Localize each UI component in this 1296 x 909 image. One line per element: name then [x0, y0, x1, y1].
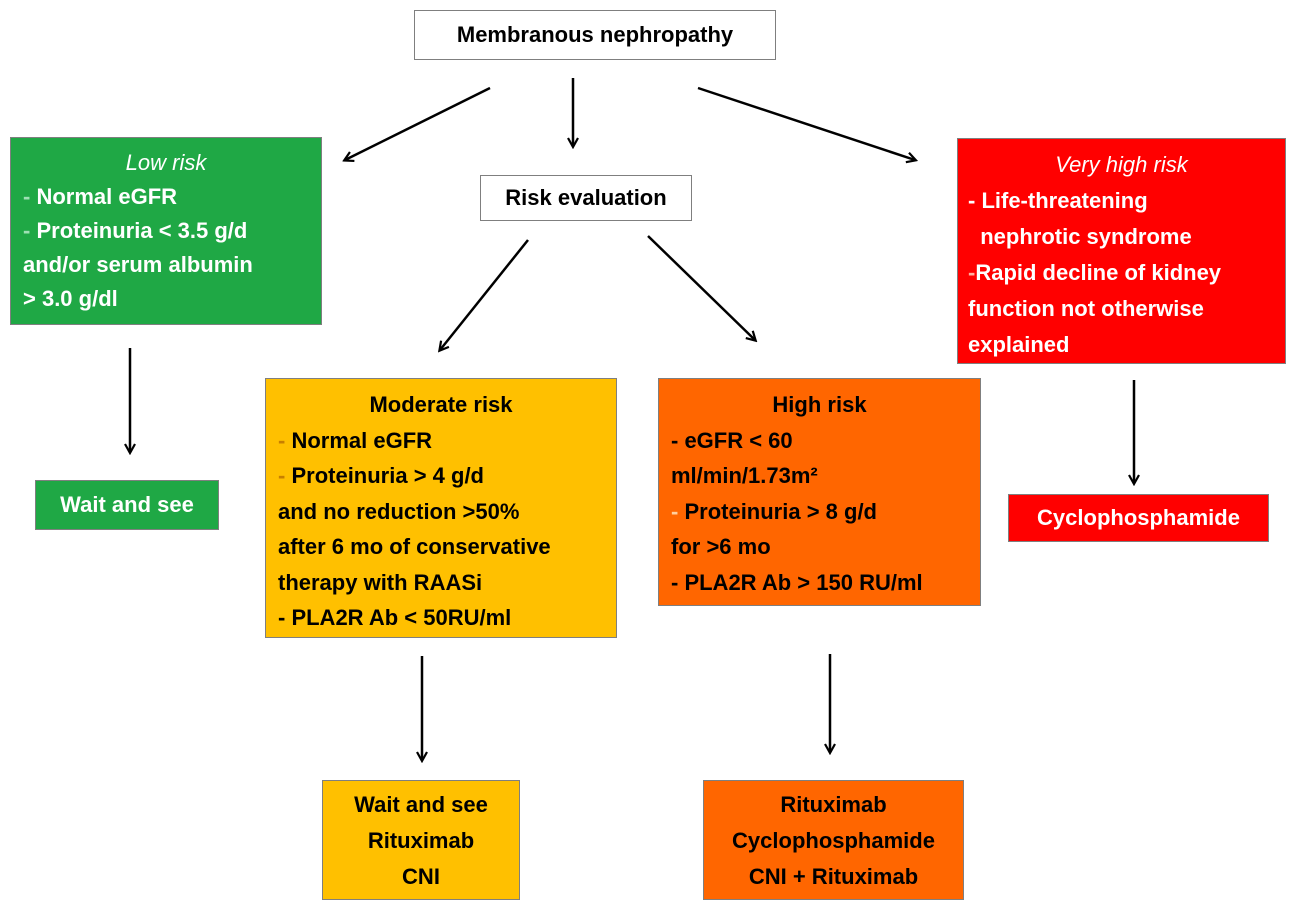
low-risk-heading: Low risk [125, 150, 207, 175]
moderate-risk-criterion: after 6 mo of conservative [278, 534, 551, 559]
title-label: Membranous nephropathy [456, 22, 734, 47]
moderate-risk-criterion: therapy with RAASi [278, 569, 483, 595]
very-high-risk-criterion: explained [968, 332, 1070, 357]
very-high-risk-criterion: - Life-threatening [968, 188, 1148, 213]
high-risk-criterion: - Proteinuria > 8 g/d [671, 498, 877, 524]
very-high-risk-criterion: -Rapid decline of kidney [968, 260, 1222, 285]
moderate-risk-box: Moderate risk - Normal eGFR - Proteinuri… [265, 378, 617, 638]
high-risk-heading: High risk [772, 392, 867, 417]
high-risk-treatment-box: Rituximab Cyclophosphamide CNI + Rituxim… [703, 780, 964, 900]
high-risk-criterion: - PLA2R Ab > 150 RU/ml [671, 569, 923, 595]
low-risk-treatment-box: Wait and see [35, 480, 219, 530]
moderate-risk-treatment-item: CNI [402, 864, 440, 889]
moderate-risk-treatment-item: Wait and see [354, 792, 488, 817]
title-box: Membranous nephropathy [414, 10, 776, 60]
moderate-risk-criterion: and no reduction >50% [278, 498, 520, 524]
arrow-to-low-risk [345, 86, 491, 160]
very-high-risk-criterion: function not otherwise [968, 296, 1204, 321]
high-risk-treatment-item: CNI + Rituximab [748, 864, 919, 889]
very-high-risk-treatment-box: Cyclophosphamide [1008, 494, 1269, 542]
moderate-risk-heading: Moderate risk [369, 392, 513, 417]
low-risk-box: Low risk - Normal eGFR - Proteinuria < 3… [10, 137, 322, 325]
high-risk-criterion: ml/min/1.73m² [671, 463, 818, 488]
moderate-risk-criterion: - PLA2R Ab < 50RU/ml [278, 605, 512, 630]
moderate-risk-criterion: - Proteinuria > 4 g/d [278, 463, 484, 488]
moderate-risk-treatment-item: Rituximab [367, 828, 475, 853]
very-high-risk-box: Very high risk - Life-threatening nephro… [957, 138, 1286, 364]
high-risk-treatment-item: Cyclophosphamide [732, 828, 935, 853]
low-risk-criterion: and/or serum albumin [23, 252, 253, 277]
moderate-risk-treatment-box: Wait and see Rituximab CNI [322, 780, 520, 900]
moderate-risk-criterion: - Normal eGFR [278, 427, 433, 453]
low-risk-criterion: - Proteinuria < 3.5 g/d [23, 218, 248, 243]
arrow-to-very-high-risk [697, 86, 915, 160]
low-risk-criterion: > 3.0 g/dl [23, 286, 118, 311]
high-risk-criterion: for >6 mo [671, 534, 771, 559]
risk-evaluation-label: Risk evaluation [505, 185, 667, 210]
very-high-risk-criterion: nephrotic syndrome [968, 224, 1192, 249]
high-risk-box: High risk - eGFR < 60 ml/min/1.73m² - Pr… [658, 378, 981, 606]
high-risk-criterion: - eGFR < 60 [671, 427, 793, 453]
low-risk-criterion: - Normal eGFR [23, 184, 178, 209]
very-high-risk-heading: Very high risk [1055, 152, 1188, 177]
very-high-risk-treatment-label: Cyclophosphamide [1037, 505, 1240, 530]
high-risk-treatment-item: Rituximab [780, 792, 887, 817]
arrow-to-high-risk [647, 235, 755, 340]
risk-evaluation-box: Risk evaluation [480, 175, 692, 221]
low-risk-treatment-label: Wait and see [60, 492, 194, 517]
arrow-to-moderate-risk [440, 239, 529, 350]
